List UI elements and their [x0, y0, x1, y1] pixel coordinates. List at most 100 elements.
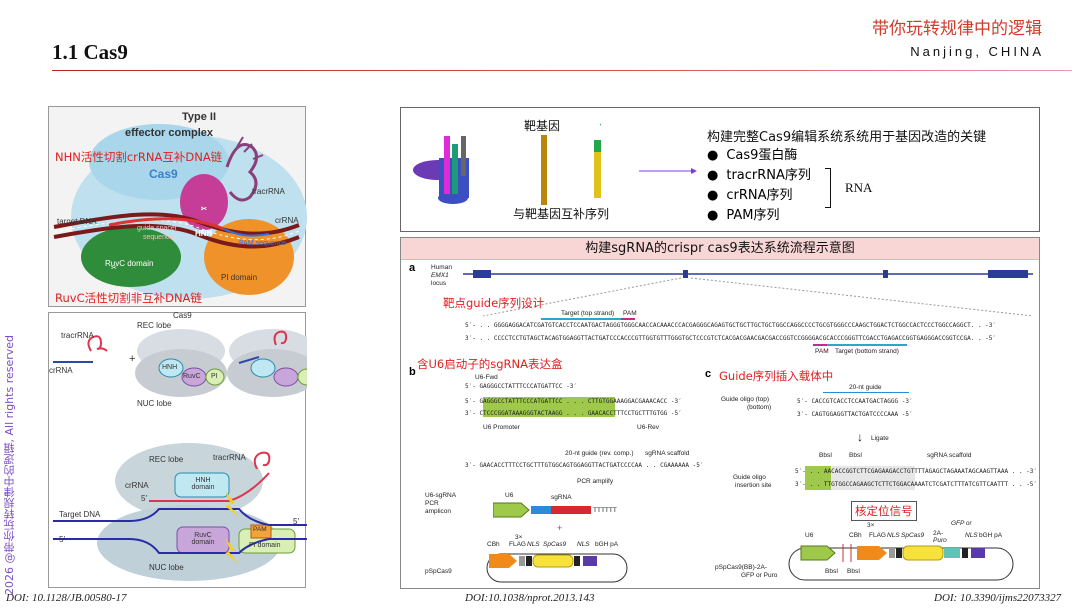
doi-center: DOI:10.1038/nprot.2013.143: [465, 592, 595, 604]
u6-promoter-box: [483, 397, 615, 417]
pam-sequence-label: PAM sequence: [239, 240, 286, 247]
pcr-amplify-label: PCR amplify: [577, 478, 614, 485]
u6-promoter-seq-bottom: 3′- CTCCCGGATAAAGGGTACTAAGG . . . GAACAC…: [465, 410, 682, 417]
plus-sign: +: [557, 523, 563, 533]
rec-lobe-label-2: REC lobe: [149, 455, 184, 464]
pspcas9-label: pSpCas9: [425, 568, 452, 575]
sgrna-banner: 构建sgRNA的crispr cas9表达系统流程示意图: [401, 238, 1039, 260]
nls-label-4: NLS: [965, 532, 978, 539]
threex-label-2: 3×: [867, 522, 875, 529]
cbh-label-2: CBh: [849, 532, 862, 539]
ruvc-domain-label: RuvC domain: [105, 259, 154, 268]
ruvc-cut-annotation: RuvC活性切割非互补DNA链: [55, 291, 202, 305]
rna-label: RNA: [845, 180, 873, 195]
oligo-seq-top: 5′- CACCGTCACCTCCAATGACTAGGG -3′: [797, 398, 913, 405]
tracrrna-label: tracrRNA: [252, 187, 285, 196]
pam-label: PAM: [253, 526, 267, 533]
nuc-lobe-label: NUC lobe: [137, 399, 172, 408]
cas9-label: Cas9: [149, 167, 178, 181]
three-prime-label: 5′: [293, 517, 299, 526]
guide-rc-label: 20-nt guide (rev. comp.): [565, 450, 634, 457]
hnh-domain-label: HNH domain: [191, 477, 215, 491]
pi-label: PI: [211, 373, 218, 380]
component-item-cas9: ●Cas9蛋白酶: [707, 148, 798, 163]
section-a-label: a: [409, 262, 416, 274]
sgrna-scaffold-label-2: sgRNA scaffold: [927, 452, 972, 459]
target-gene-label: 靶基因: [524, 119, 561, 133]
sgrna-label: sgRNA: [551, 494, 572, 501]
u6-promoter-seq-top: 5′- GAGGGCCTATTTCCCATGATTCC . . . CTTGTG…: [465, 398, 682, 405]
pi-domain-label: PI domain: [249, 542, 281, 549]
key-components-box: 靶基因 与靶基因互补序列 构建完整Cas9编辑系统系统用于基因改造的关键 ●Ca…: [400, 107, 1040, 232]
pi-domain-label: PI domain: [221, 273, 258, 282]
ligate-arrow: ↓: [857, 430, 863, 444]
locus-seq-top: 5′- . . GGGGAGGACATCGATGTCACCTCCAATGACTA…: [465, 322, 997, 329]
svg-text:✂: ✂: [111, 265, 117, 272]
pcr-label: PCR: [425, 500, 439, 507]
flag-label-2: FLAG: [869, 532, 886, 539]
component-item-crrna: ●crRNA序列: [707, 188, 793, 203]
u6-fwd-seq: 5′- GAGGGCCTATTTCCCATGATTCC -3′: [465, 383, 577, 390]
tracrrna-label: tracrRNA: [61, 331, 94, 340]
u6-label: U6: [505, 492, 514, 499]
five-prime-label: 5′: [141, 494, 147, 503]
cas9-domains-figure: tracrRNA crRNA + Cas9 REC lobe NUC lobe …: [48, 311, 307, 588]
plus-sign: +: [129, 353, 136, 365]
guide-oligo-ins-label: Guide oligo: [733, 474, 766, 481]
locus-seq-bottom: 3′- . . CCCCTCCTGTAGCTACAGTGGAGGTTACTGAT…: [465, 335, 997, 342]
nls-signal-annotation: 核定位信号: [851, 501, 917, 521]
bbsi-label-1: BbsI: [819, 452, 833, 459]
ruvc-label: RuvC: [183, 373, 201, 380]
bbsi-label-4: BbsI: [847, 568, 861, 575]
insertion-seq-bottom: 3′- . . TTGTGGCCAGAAGCTCTTCTGGACAAAATCTC…: [795, 481, 1038, 488]
u6-promoter-label: U6 Promoter: [483, 424, 520, 431]
guide-insert-annotation: Guide序列插入载体中: [719, 369, 834, 383]
guide-oligo-top-label: Guide oligo (top): [721, 396, 770, 403]
component-item-pam: ●PAM序列: [707, 208, 780, 223]
target-bottom-strand-label: Target (bottom strand): [835, 348, 899, 355]
pam-bottom-label: PAM: [815, 348, 829, 355]
ruvc-domain-label: RuvC domain: [191, 532, 215, 546]
human-label: Human: [431, 264, 452, 271]
header-divider: [52, 70, 1072, 71]
u6-cassette-annotation: 含U6启动子的sgRNA表达盒: [417, 357, 563, 371]
insertion-highlight: [805, 466, 831, 490]
target-dna-label: target DNA: [57, 217, 97, 226]
u6-fwd-label: U6-Fwd: [475, 374, 498, 381]
nuc-lobe-label-2: NUC lobe: [149, 563, 184, 572]
effector-complex-title: effector complex: [125, 127, 214, 139]
section-b-label: b: [409, 366, 416, 378]
copyright-vertical: 2026 @带你玩转规律中的逻辑, All rights reserved: [3, 334, 16, 595]
crrna-label-2: crRNA: [125, 481, 149, 490]
section-c-label: c: [705, 368, 712, 380]
effector-complex-figure: ✂ ✂ Type II effector complex NHN活性切割crRN…: [48, 106, 307, 307]
target-bottom-underline: [827, 344, 907, 346]
amplicon-label: amplicon: [425, 508, 452, 515]
spcas9-label: SpCas9: [543, 541, 567, 548]
flag-label: FLAG: [509, 541, 526, 548]
threex-label: 3×: [515, 534, 523, 541]
cbh-label: CBh: [487, 541, 500, 548]
nt20-guide-underline: [823, 392, 909, 393]
pam-bottom-underline: [813, 344, 827, 346]
pam-top-label: PAM: [623, 310, 637, 317]
doi-left: DOI: 10.1128/JB.00580-17: [6, 592, 127, 604]
u6-rev-label: U6-Rev: [637, 424, 660, 431]
crrna-label: crRNA: [275, 216, 299, 225]
nls-label: NLS: [527, 541, 540, 548]
spcas9-label-2: SpCas9: [901, 532, 925, 539]
bgh-label-2: bGH pA: [979, 532, 1003, 539]
t-tail-label: TTTTTT: [593, 507, 617, 514]
five-prime-label-2: 5′: [59, 535, 65, 544]
scaffold-highlight: [831, 466, 915, 490]
hnh-label: HNH: [162, 364, 178, 371]
page-title: 1.1 Cas9: [52, 40, 128, 64]
locus-label: locus: [431, 280, 447, 287]
gfp-or-label: GFP or: [951, 520, 972, 527]
target-top-underline: [541, 318, 621, 320]
emx1-label: EMX1: [431, 272, 449, 279]
pam-top-underline: [621, 318, 635, 320]
bbsi-label-2: BbsI: [849, 452, 863, 459]
u6-label-2: U6: [805, 532, 814, 539]
bgh-label: bGH pA: [595, 541, 619, 548]
